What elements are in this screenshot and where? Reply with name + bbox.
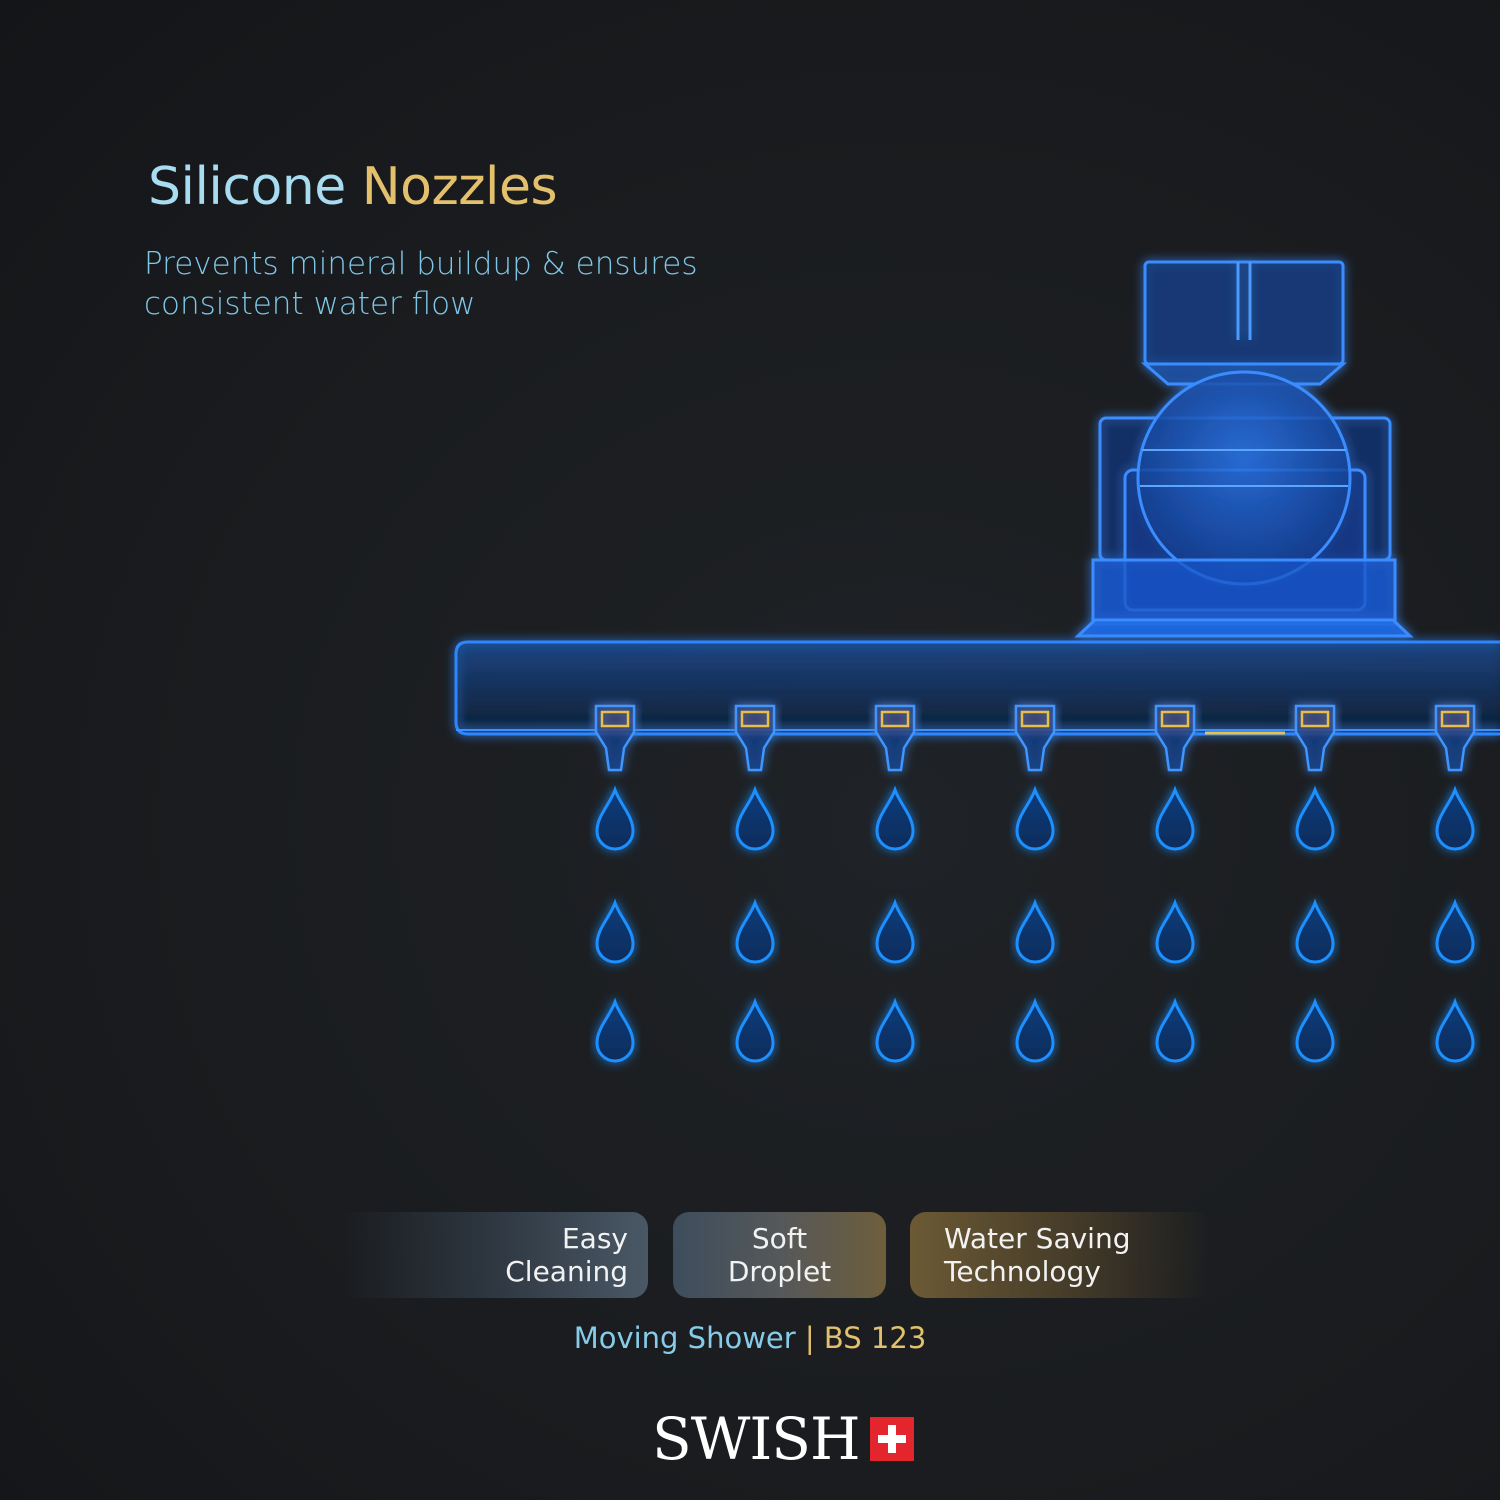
water-droplet-icon xyxy=(735,997,775,1063)
water-droplet-icon xyxy=(875,997,915,1063)
feature-chip-line-1: Soft xyxy=(751,1222,808,1255)
description-line-1: Prevents mineral buildup & ensures xyxy=(144,246,698,282)
droplet-grid xyxy=(595,785,1475,1063)
product-separator: | xyxy=(804,1321,815,1355)
feature-description: Prevents mineral buildup & ensures consi… xyxy=(144,244,698,324)
nozzle xyxy=(734,704,776,772)
water-droplet-icon xyxy=(595,785,635,851)
nozzle-row xyxy=(594,704,1476,772)
water-droplet-icon xyxy=(1155,785,1195,851)
brand-logo: SWISH xyxy=(652,1404,914,1474)
water-droplet-icon xyxy=(1435,898,1475,964)
water-droplet-icon xyxy=(1295,785,1335,851)
headline-word-nozzles: Nozzles xyxy=(361,157,558,217)
nozzle xyxy=(1294,704,1336,772)
product-name: Moving Shower xyxy=(573,1321,796,1355)
water-droplet-icon xyxy=(1155,997,1195,1063)
water-droplet-icon xyxy=(1435,997,1475,1063)
water-droplet-icon xyxy=(1435,785,1475,851)
nozzle xyxy=(874,704,916,772)
feature-chip-water-saving: Water Saving Technology xyxy=(910,1212,1210,1298)
water-droplet-icon xyxy=(735,898,775,964)
water-droplet-icon xyxy=(1295,898,1335,964)
water-droplet-icon xyxy=(735,785,775,851)
brand-name: SWISH xyxy=(652,1405,861,1473)
water-droplet-icon xyxy=(875,785,915,851)
description-line-2: consistent water flow xyxy=(144,286,476,322)
water-droplet-icon xyxy=(1155,898,1195,964)
feature-chip-line-2: Droplet xyxy=(727,1255,832,1288)
water-droplet-icon xyxy=(875,898,915,964)
product-model: BS 123 xyxy=(823,1321,927,1355)
headline-word-silicone: Silicone xyxy=(148,157,346,217)
water-droplet-icon xyxy=(1015,785,1055,851)
product-line: Moving Shower | BS 123 xyxy=(0,1318,1500,1358)
feature-chip-line-2: Cleaning xyxy=(505,1255,628,1288)
nozzle xyxy=(594,704,636,772)
shower-arm-connector xyxy=(1074,260,1414,638)
water-droplet-icon xyxy=(595,898,635,964)
nozzle xyxy=(1434,704,1476,772)
nozzle xyxy=(1154,704,1196,772)
nozzle xyxy=(1014,704,1056,772)
feature-chip-line-2: Technology xyxy=(944,1255,1101,1288)
feature-chip-line-1: Easy xyxy=(561,1222,628,1255)
swiss-cross-icon xyxy=(869,1417,914,1461)
water-droplet-icon xyxy=(1015,898,1055,964)
feature-chip-soft-droplet: Soft Droplet xyxy=(673,1212,886,1298)
water-droplet-icon xyxy=(1015,997,1055,1063)
headline: Silicone Nozzles xyxy=(148,152,558,222)
water-droplet-icon xyxy=(595,997,635,1063)
feature-chip-line-1: Water Saving xyxy=(944,1222,1131,1255)
feature-chip-easy-cleaning: Easy Cleaning xyxy=(340,1212,648,1298)
water-droplet-icon xyxy=(1295,997,1335,1063)
